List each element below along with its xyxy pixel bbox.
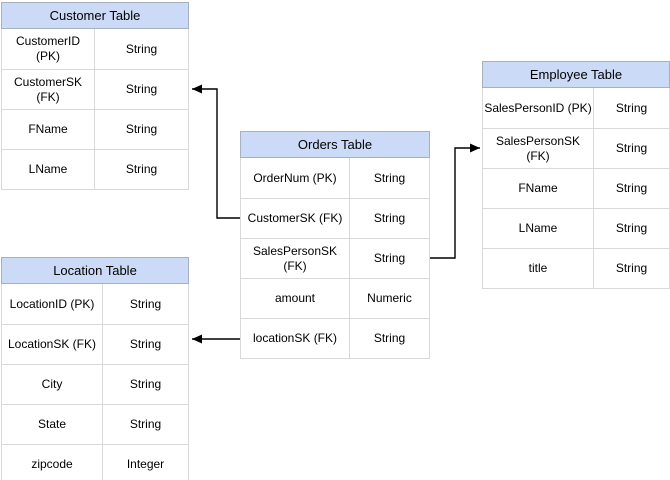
type-cell: String [373, 211, 406, 225]
field-cell: FName [2, 110, 95, 149]
field-cell: CustomerSK (FK) [2, 70, 95, 109]
table-row: CustomerSK (FK) String [2, 69, 188, 109]
field-cell: LName [2, 150, 95, 189]
field-cell: CustomerID (PK) [2, 29, 95, 69]
field-cell: LName [483, 209, 594, 248]
table-row: LocationSK (FK) String [2, 324, 188, 364]
table-row: LName String [483, 208, 669, 248]
field-cell: SalesPersonSK (FK) [483, 129, 594, 168]
table-row: State String [2, 404, 188, 444]
table-row: City String [2, 364, 188, 404]
type-cell: String [373, 170, 406, 185]
table-row: locationSK (FK) String [241, 318, 429, 358]
type-cell: String [129, 337, 162, 351]
field-cell: zipcode [2, 445, 103, 480]
field-cell: SalesPersonID (PK) [483, 88, 594, 128]
table-row: zipcode Integer [2, 444, 188, 480]
orders-table[interactable]: Orders Table OrderNum (PK) String Custom… [240, 131, 430, 359]
type-cell: Integer [126, 457, 165, 471]
type-cell: String [373, 251, 406, 265]
type-cell: String [125, 82, 158, 96]
table-row: LocationID (PK) String [2, 284, 188, 324]
customer-table-body: CustomerID (PK) String CustomerSK (FK) S… [1, 29, 189, 190]
location-table-title: Location Table [1, 257, 189, 284]
table-row: LName String [2, 149, 188, 189]
orders-table-body: OrderNum (PK) String CustomerSK (FK) Str… [240, 158, 430, 359]
field-cell: State [2, 405, 103, 444]
type-cell: String [125, 41, 158, 56]
orders-to-employee-arrow[interactable] [430, 143, 480, 259]
employee-table-title: Employee Table [482, 61, 670, 88]
field-cell: CustomerSK (FK) [241, 199, 350, 238]
table-row: CustomerSK (FK) String [241, 198, 429, 238]
type-cell: String [615, 100, 648, 115]
employee-table-body: SalesPersonID (PK) String SalesPersonSK … [482, 88, 670, 289]
field-cell: LocationID (PK) [2, 284, 103, 324]
table-row: FName String [2, 109, 188, 149]
type-cell: String [129, 296, 162, 311]
table-row: OrderNum (PK) String [241, 158, 429, 198]
orders-to-customer-arrow[interactable] [192, 84, 240, 219]
location-table-body: LocationID (PK) String LocationSK (FK) S… [1, 284, 189, 480]
type-cell: String [615, 261, 648, 275]
type-cell: String [125, 162, 158, 176]
field-cell: locationSK (FK) [241, 319, 350, 358]
type-cell: String [615, 221, 648, 235]
customer-table-title: Customer Table [1, 2, 189, 29]
table-row: FName String [483, 168, 669, 208]
type-cell: String [125, 122, 158, 136]
field-cell: City [2, 365, 103, 404]
type-cell: String [129, 377, 162, 391]
type-cell: String [615, 141, 648, 155]
type-cell: Numeric [367, 291, 412, 305]
field-cell: OrderNum (PK) [241, 158, 350, 198]
field-cell: amount [241, 279, 350, 318]
table-row: SalesPersonID (PK) String [483, 88, 669, 128]
type-cell: String [373, 331, 406, 345]
employee-table[interactable]: Employee Table SalesPersonID (PK) String… [482, 61, 670, 289]
table-row: SalesPersonSK (FK) String [241, 238, 429, 278]
table-row: SalesPersonSK (FK) String [483, 128, 669, 168]
field-cell: FName [483, 169, 594, 208]
orders-table-title: Orders Table [240, 131, 430, 158]
location-table[interactable]: Location Table LocationID (PK) String Lo… [1, 257, 189, 480]
field-cell: title [483, 249, 594, 288]
type-cell: String [129, 417, 162, 431]
type-cell: String [615, 181, 648, 195]
table-row: title String [483, 248, 669, 288]
field-cell: LocationSK (FK) [2, 325, 103, 364]
customer-table[interactable]: Customer Table CustomerID (PK) String Cu… [1, 2, 189, 190]
table-row: CustomerID (PK) String [2, 29, 188, 69]
table-row: amount Numeric [241, 278, 429, 318]
field-cell: SalesPersonSK (FK) [241, 239, 350, 278]
